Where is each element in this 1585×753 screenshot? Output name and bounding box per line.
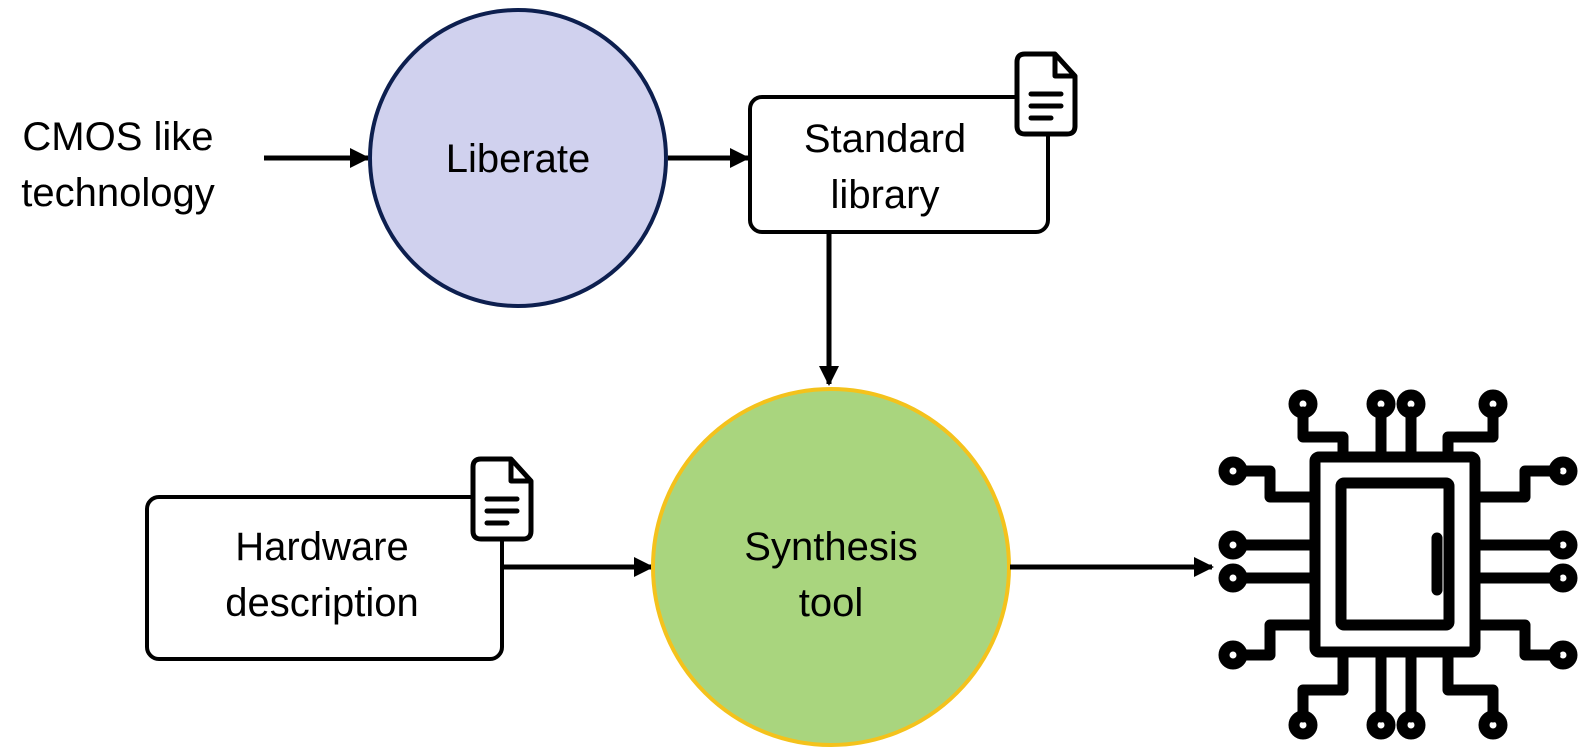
standard-library-node: Standard library — [748, 95, 1050, 234]
hardware-description-line2: description — [225, 581, 418, 625]
synthesis-tool-line1: Synthesis — [744, 525, 917, 569]
liberate-node: Liberate — [368, 8, 668, 308]
synthesis-tool-circle — [651, 387, 1011, 747]
input-label-line1: CMOS like — [22, 115, 213, 159]
synthesis-tool-node: Synthesis tool — [651, 387, 1011, 747]
hardware-description-box — [145, 495, 504, 661]
synthesis-tool-line2: tool — [799, 581, 864, 625]
chip-icon — [1218, 389, 1578, 740]
document-icon — [1014, 51, 1078, 137]
document-icon — [470, 456, 534, 542]
standard-library-line2: library — [831, 173, 940, 217]
hardware-description-line1: Hardware — [235, 525, 408, 569]
input-label-line2: technology — [21, 171, 214, 215]
standard-library-line1: Standard — [804, 117, 966, 161]
liberate-label: Liberate — [446, 137, 591, 181]
input-label: CMOS like technology — [21, 115, 214, 215]
hardware-description-node: Hardware description — [145, 495, 504, 661]
liberate-circle — [368, 8, 668, 308]
standard-library-box — [748, 95, 1050, 234]
